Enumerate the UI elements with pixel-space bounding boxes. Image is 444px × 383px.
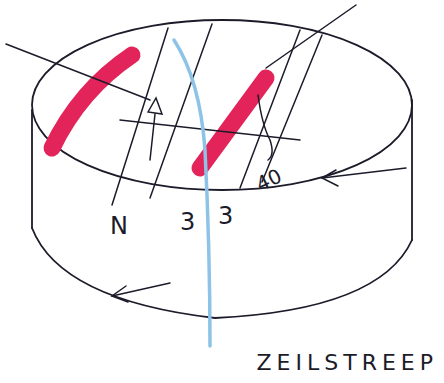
- scribble: [258, 95, 272, 160]
- pointer-arrow: [322, 168, 406, 178]
- lubber-line-label: ZEILSTREEP: [257, 352, 438, 374]
- card-line: [262, 35, 322, 182]
- heading-mark: N: [110, 214, 128, 238]
- leader-line: [6, 44, 150, 100]
- compass-bottom: [32, 228, 412, 318]
- rotation-arrow: [112, 286, 128, 302]
- compass-top: [32, 20, 412, 190]
- leader-line: [266, 5, 356, 68]
- compass-side: [31, 110, 33, 228]
- red-mark: [200, 78, 266, 168]
- north-arrow: [150, 114, 155, 160]
- compass-side: [411, 100, 413, 240]
- red-mark: [52, 55, 132, 148]
- degree-digit: 3: [180, 210, 195, 234]
- pointer-arrow: [322, 170, 338, 186]
- lubber-line: [174, 40, 210, 346]
- card-line: [112, 28, 168, 205]
- card-line: [120, 120, 300, 140]
- degree-digit: 3: [218, 204, 233, 228]
